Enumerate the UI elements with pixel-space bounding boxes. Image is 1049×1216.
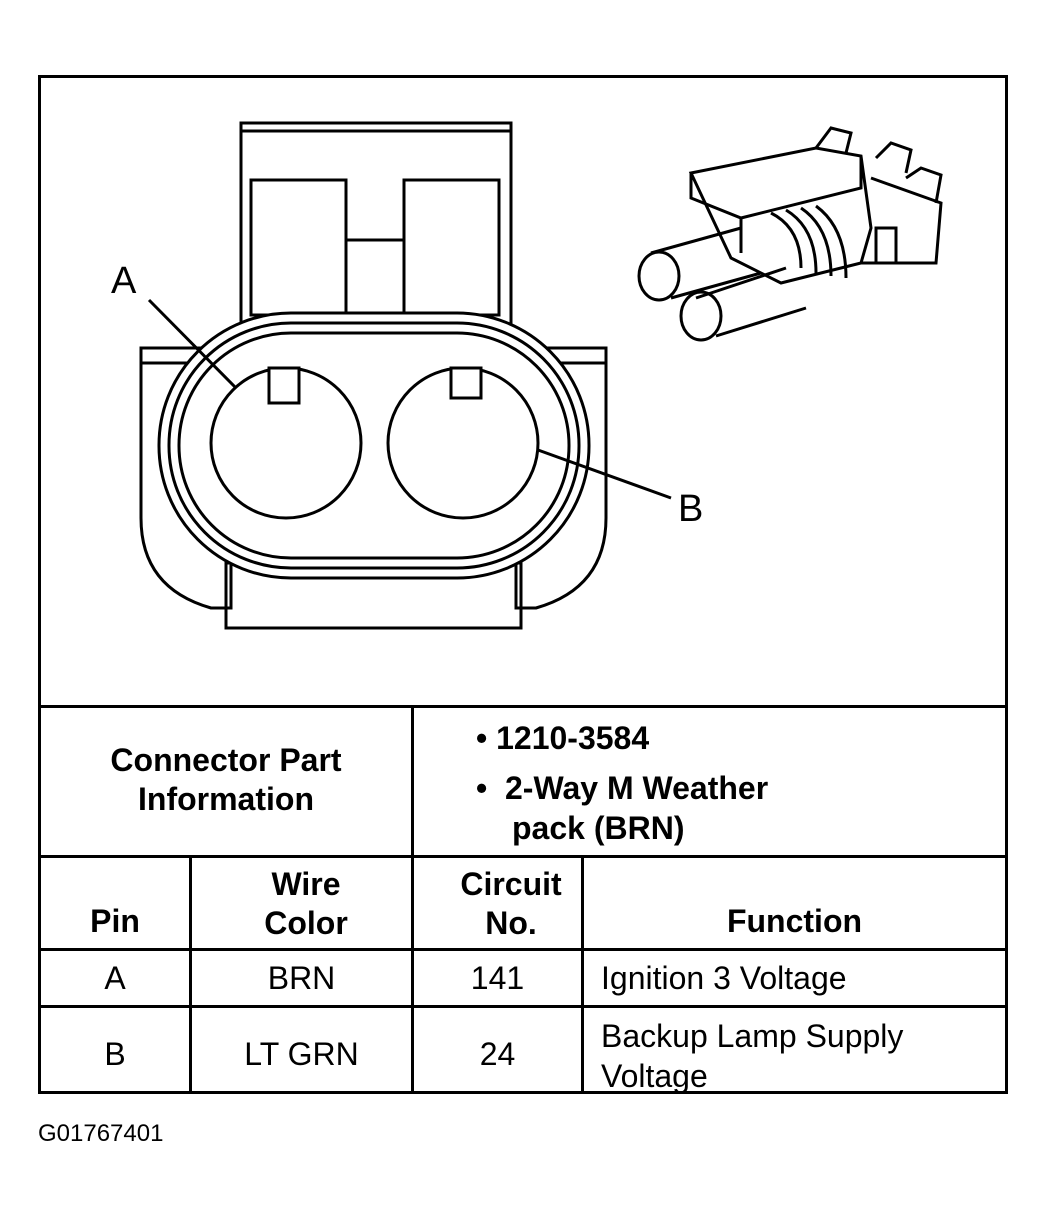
figure-id: G01767401 <box>38 1120 164 1147</box>
connector-description: • 2-Way M Weather pack (BRN) <box>476 770 769 846</box>
bullet-icon: • <box>476 720 497 756</box>
table-row-a-wire-color: BRN <box>267 960 336 996</box>
pin-a-label: A <box>111 260 137 302</box>
header-function: Function <box>726 903 863 939</box>
table-row-b-pin: B <box>104 1036 126 1072</box>
connector-face-drawing: A B <box>111 121 943 630</box>
header-wire-color: Wire Color <box>264 866 348 941</box>
table-row-b-circuit: 24 <box>479 1036 516 1072</box>
table-row-a-circuit: 141 <box>470 960 525 996</box>
connector-info-header: Connector Part Information <box>110 742 342 817</box>
bullet-icon: • <box>476 770 505 806</box>
part-number: • 1210-3584 <box>476 720 650 756</box>
table-row-b-function: Backup Lamp Supply Voltage <box>601 1018 904 1094</box>
table-row-b-wire-color: LT GRN <box>244 1036 359 1072</box>
header-pin: Pin <box>90 903 140 939</box>
pin-b-label: B <box>678 488 703 530</box>
diagram-frame: A B Connector Part Information • 1210-35… <box>38 75 1008 1094</box>
header-circuit-no: Circuit No. <box>460 866 562 941</box>
table-row-a-pin: A <box>104 960 126 996</box>
table-row-a-function: Ignition 3 Voltage <box>601 960 847 996</box>
